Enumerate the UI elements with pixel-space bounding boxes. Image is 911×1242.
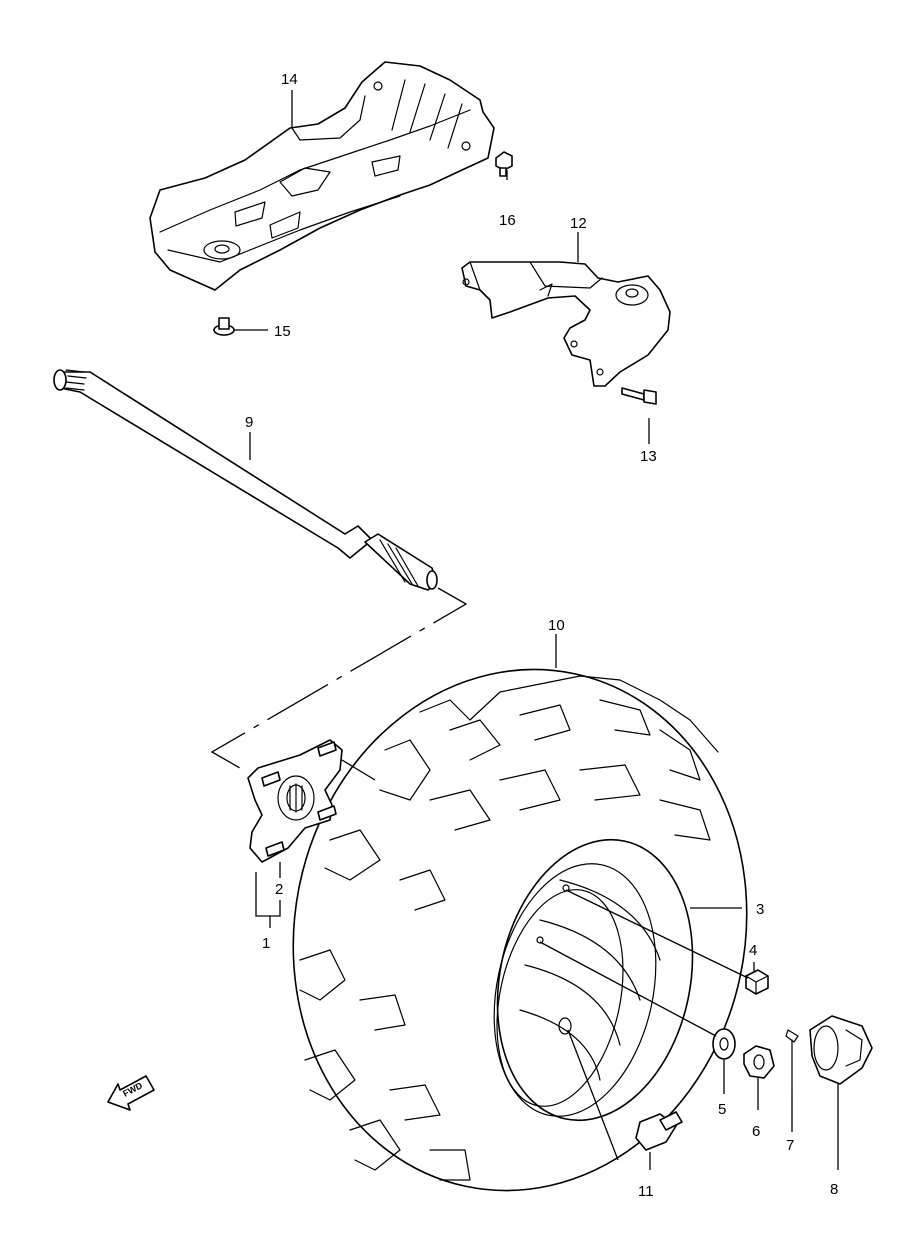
callout-10: 10 xyxy=(548,617,565,634)
leader-lines xyxy=(234,90,839,1170)
callout-14: 14 xyxy=(281,71,298,88)
cotter-pin-7 xyxy=(785,1029,799,1091)
callout-6: 6 xyxy=(752,1123,760,1140)
callout-9: 9 xyxy=(245,414,253,431)
callout-16: 16 xyxy=(499,212,516,229)
bolt-16 xyxy=(495,151,513,177)
assembly-centerline xyxy=(210,587,468,769)
callout-1: 1 xyxy=(262,935,270,952)
forward-direction-arrow-icon: FWD xyxy=(107,1075,155,1111)
hub-studs xyxy=(261,741,337,857)
wheel-tire xyxy=(292,668,748,1192)
callout-2: 2 xyxy=(275,881,283,898)
callout-15: 15 xyxy=(274,323,291,340)
callout-13: 13 xyxy=(640,448,657,465)
castle-nut-6 xyxy=(743,1045,775,1079)
bolt-13 xyxy=(621,387,657,405)
callout-5: 5 xyxy=(718,1101,726,1118)
callout-3: 3 xyxy=(756,901,764,918)
callout-8: 8 xyxy=(830,1181,838,1198)
callout-11: 11 xyxy=(638,1183,654,1200)
washer-5 xyxy=(712,1028,736,1060)
wheel-hub xyxy=(247,739,343,863)
wheel-nut-4 xyxy=(745,969,769,995)
callout-12: 12 xyxy=(570,215,587,232)
hub-cap-8 xyxy=(809,1015,873,1085)
valve-stem-11 xyxy=(635,1111,683,1151)
skid-plate-guard xyxy=(149,61,495,291)
axle-shaft xyxy=(53,369,438,591)
mounting-bracket xyxy=(461,261,671,387)
callout-4: 4 xyxy=(749,942,757,959)
grommet-nut-15 xyxy=(213,317,235,336)
callout-7: 7 xyxy=(786,1137,794,1154)
